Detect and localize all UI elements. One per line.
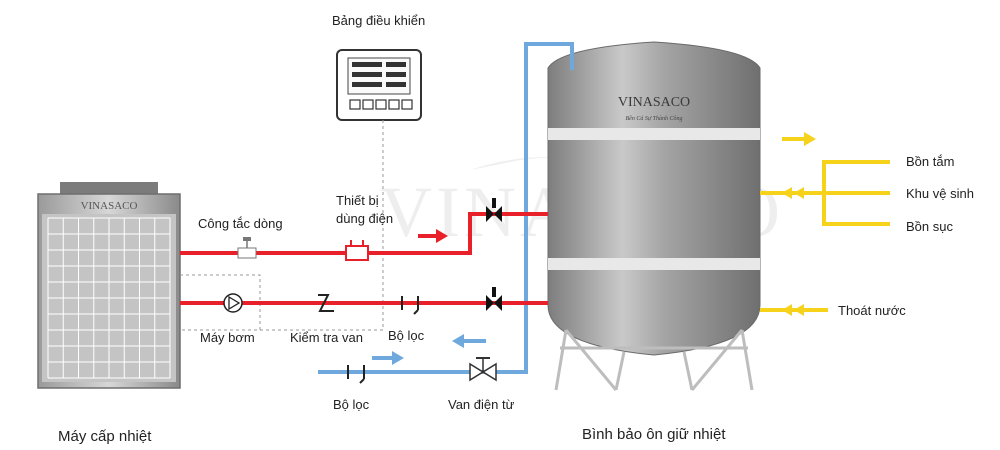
check-valve	[318, 294, 334, 312]
check-valve-label: Kiểm tra van	[290, 330, 363, 345]
outlet-marker-1	[782, 187, 792, 199]
outlet-direction-arrow	[782, 132, 816, 146]
heat-pump-grille	[47, 217, 171, 379]
flow-arrows	[372, 229, 486, 365]
tank-legs	[554, 329, 754, 391]
pump	[223, 293, 243, 313]
hot-line-valves	[486, 198, 502, 311]
cold-line-filter	[347, 365, 365, 384]
heat-pump-unit: VINASACO	[37, 182, 181, 389]
control-panel-buttons	[349, 99, 413, 110]
upper-gate-valve	[486, 206, 502, 222]
outlet-arrows	[782, 132, 816, 316]
drain-marker-2	[794, 304, 804, 316]
solenoid-valve-label: Van điện từ	[448, 397, 515, 412]
tank-logo: VINASACO	[618, 95, 690, 110]
sink-label: Bồn sục	[906, 219, 953, 234]
bathtub-label: Bồn tắm	[906, 154, 955, 169]
cold-flow-arrow-left	[452, 334, 486, 348]
control-panel	[336, 49, 422, 121]
control-panel-label: Bảng điều khiển	[332, 13, 426, 28]
solenoid-valve	[469, 357, 497, 382]
filter-label-top: Bộ lọc	[388, 328, 425, 343]
outlet-marker-2	[794, 187, 804, 199]
drain-label: Thoát nước	[838, 303, 906, 318]
storage-tank: VINASACO Bền Cả Sự Thành Công	[547, 41, 761, 391]
drain-marker-1	[782, 304, 792, 316]
tank-label: Bình bảo ôn giữ nhiệt	[582, 426, 726, 443]
lower-gate-valve	[486, 295, 502, 311]
lower-valve-stem	[492, 287, 496, 297]
electric-device-label-line2: dùng điện	[336, 211, 394, 226]
tank-tagline: Bền Cả Sự Thành Công	[626, 115, 683, 122]
toilet-label: Khu vệ sinh	[906, 186, 974, 201]
control-wiring	[180, 120, 384, 331]
flow-switch-label: Công tắc dòng	[198, 216, 283, 231]
electric-heater	[345, 240, 369, 261]
filter-label-bottom: Bộ lọc	[333, 397, 370, 412]
heat-pump-logo: VINASACO	[81, 200, 138, 212]
upper-valve-stem	[492, 198, 496, 208]
flow-switch	[237, 237, 257, 259]
cold-flow-arrow-right	[372, 351, 404, 365]
heat-pump-label: Máy cấp nhiệt	[58, 428, 152, 445]
cold-water-pipe	[318, 42, 574, 374]
electric-device-label-line1: Thiết bị	[336, 193, 379, 208]
hot-line-filter	[401, 296, 419, 315]
pump-label: Máy bơm	[200, 330, 255, 345]
control-panel-display	[352, 62, 406, 87]
hot-flow-arrow	[418, 229, 448, 243]
